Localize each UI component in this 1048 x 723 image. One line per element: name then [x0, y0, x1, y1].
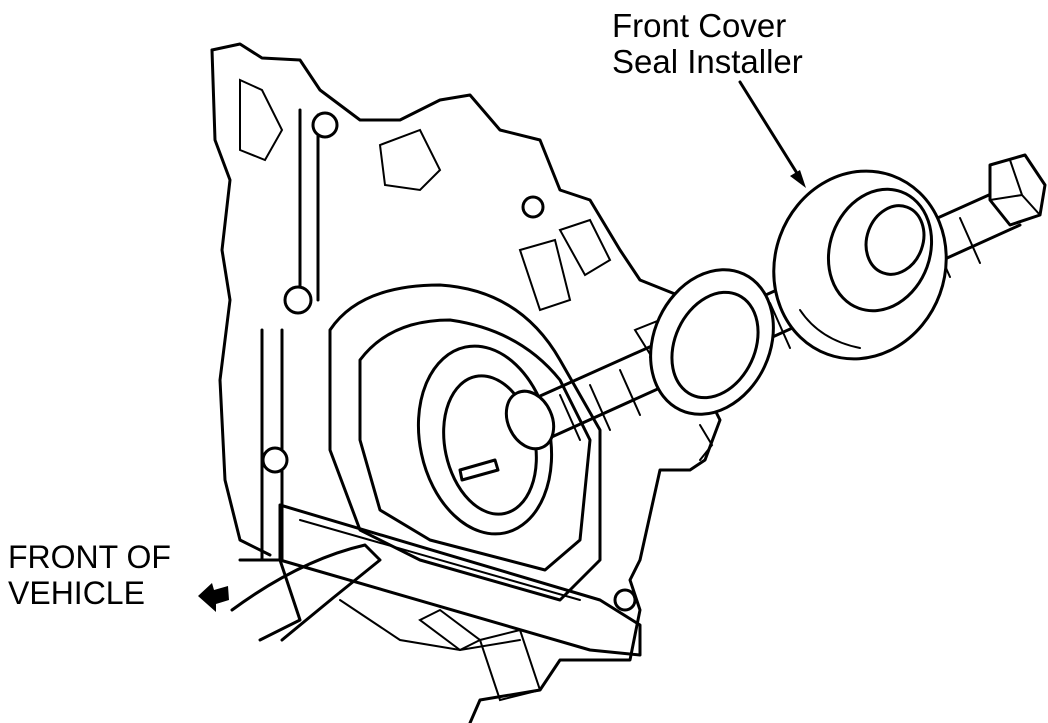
seal-installer-body [772, 169, 948, 361]
seal-installer-callout-line1: Front Cover [612, 7, 787, 44]
seal-installer-callout: Front Cover Seal Installer [612, 8, 803, 80]
engine-block [210, 42, 722, 723]
cover-studs [260, 108, 637, 612]
front-of-vehicle-line2: VEHICLE [8, 575, 145, 611]
front-cover-seal [649, 268, 775, 416]
installer-hex-bolt [988, 153, 1047, 227]
seal-installer-callout-line2: Seal Installer [612, 43, 803, 80]
front-of-vehicle-line1: FRONT OF [8, 539, 171, 575]
engine-mount [230, 543, 542, 702]
installer-leader-line [738, 80, 806, 188]
arrow-left-icon [198, 583, 229, 612]
front-cover-housing [278, 283, 642, 657]
front-of-vehicle-callout: FRONT OF VEHICLE [8, 539, 171, 611]
